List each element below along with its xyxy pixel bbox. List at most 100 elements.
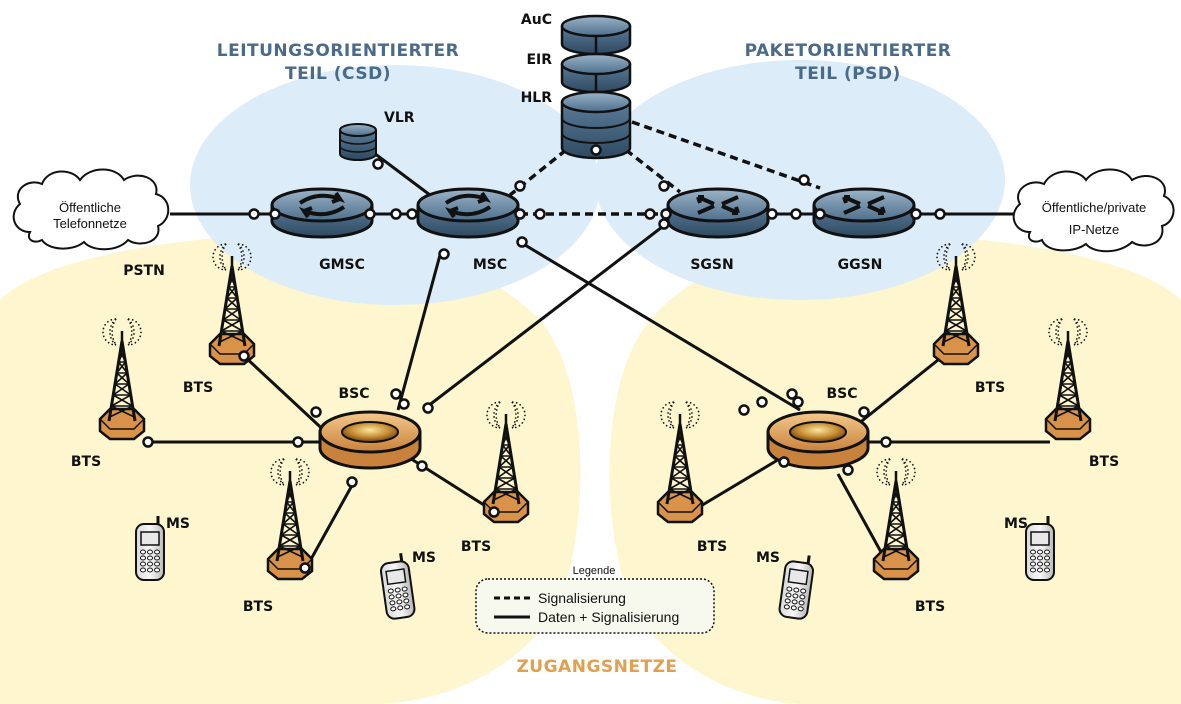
- connection-points: [142, 144, 946, 574]
- access-network-title: ZUGANGSNETZE: [516, 657, 677, 677]
- data-signaling-links: [148, 148, 1050, 573]
- ip-cloud-label-2: IP-Netze: [1069, 222, 1120, 237]
- bts-label: BTS: [697, 539, 727, 555]
- ms-label: MS: [166, 516, 190, 532]
- connection-dot: [798, 174, 810, 186]
- connection-dot: [292, 436, 304, 448]
- mobile-stations: [135, 516, 1055, 620]
- msc-switch-icon: [416, 187, 520, 239]
- connection-dot: [488, 506, 500, 518]
- bts-label: BTS: [915, 599, 945, 615]
- bts-tower-icon: [98, 318, 146, 441]
- database-stack-icon: [560, 14, 632, 160]
- connection-dot: [910, 208, 922, 220]
- connection-dot: [372, 158, 384, 170]
- access-area-right: [609, 234, 1181, 704]
- bsc-left-icon: [318, 410, 422, 470]
- packet-region-title: PAKETORIENTIERTER: [745, 41, 952, 61]
- bsc-left-label: BSC: [338, 386, 369, 402]
- access-area-left: [0, 234, 581, 704]
- connection-dot: [514, 208, 526, 220]
- bts-tower-icon: [872, 458, 920, 581]
- connection-dot: [934, 208, 946, 220]
- mobile-phone-icon: [379, 553, 416, 620]
- connection-dot: [786, 388, 798, 400]
- pstn-cloud-label-1: Öffentliche: [59, 200, 121, 215]
- connection-dot: [660, 208, 672, 220]
- mobile-phone-icon: [1025, 516, 1055, 581]
- mobile-phone-icon: [778, 555, 815, 620]
- connection-dot: [438, 248, 450, 260]
- connection-dot: [422, 402, 434, 414]
- bts-tower-icon: [266, 458, 314, 581]
- connection-dot: [738, 404, 750, 416]
- connection-dot: [142, 436, 154, 448]
- vlr-label: VLR: [384, 110, 415, 126]
- connection-dot: [858, 406, 870, 418]
- auc-label: AuC: [521, 12, 552, 28]
- bts-label: BTS: [975, 380, 1005, 396]
- connection-dot: [790, 208, 802, 220]
- connection-dot: [416, 460, 428, 472]
- connection-dot: [406, 208, 418, 220]
- connection-dot: [534, 208, 546, 220]
- connection-dot: [310, 406, 322, 418]
- gmsc-label: GMSC: [319, 257, 365, 273]
- connection-dot: [248, 208, 260, 220]
- ip-cloud-label-1: Öffentliche/private: [1042, 200, 1147, 215]
- connection-dot: [766, 208, 778, 220]
- ip-cloud: Öffentliche/private IP-Netze: [1012, 168, 1175, 253]
- connection-dot: [346, 476, 358, 488]
- eir-label: EIR: [526, 52, 552, 68]
- bts-label: BTS: [243, 599, 273, 615]
- legend-title: Legende: [573, 565, 616, 577]
- connection-dot: [658, 180, 670, 192]
- connection-dot: [390, 208, 402, 220]
- circuit-region-title: LEITUNGSORIENTIERTER: [217, 41, 459, 61]
- connection-dot: [364, 208, 376, 220]
- vlr-database-icon: [339, 123, 377, 161]
- connection-dot: [880, 436, 892, 448]
- bts-label: BTS: [461, 539, 491, 555]
- circuit-region-subtitle: TEIL (CSD): [285, 64, 391, 84]
- connection-dot: [514, 180, 526, 192]
- circuit-switched-area: [190, 65, 600, 305]
- legend: Legende Signalisierung Daten + Signalisi…: [475, 565, 715, 634]
- ms-label: MS: [756, 550, 780, 566]
- sgsn-router-icon: [666, 187, 770, 239]
- ms-label: MS: [412, 550, 436, 566]
- pstn-cloud: Öffentliche Telefonnetze: [12, 168, 170, 251]
- pstn-label: PSTN: [123, 263, 165, 279]
- bts-label: BTS: [71, 454, 101, 470]
- connection-dot: [658, 218, 670, 230]
- connection-dot: [398, 398, 410, 410]
- connection-dot: [390, 388, 402, 400]
- msc-label: MSC: [473, 257, 507, 273]
- connection-dot: [590, 144, 602, 156]
- legend-dashed-label: Signalisierung: [538, 590, 626, 606]
- bts-label: BTS: [1089, 454, 1119, 470]
- connection-dot: [792, 396, 804, 408]
- bts-tower-icon: [932, 243, 980, 366]
- connection-dot: [756, 396, 768, 408]
- legend-box: [475, 578, 715, 634]
- connection-dot: [238, 350, 250, 362]
- bsc-right-label: BSC: [826, 386, 857, 402]
- connection-dot: [842, 464, 854, 476]
- bts-tower-icon: [1044, 318, 1092, 441]
- gmsc-switch-icon: [270, 187, 374, 239]
- connection-dot: [269, 208, 281, 220]
- packet-region-subtitle: TEIL (PSD): [795, 64, 901, 84]
- bts-towers: [98, 243, 1092, 581]
- mobile-phone-icon: [135, 516, 165, 581]
- connection-dot: [299, 562, 311, 574]
- ms-label: MS: [1004, 516, 1028, 532]
- hlr-label: HLR: [521, 90, 553, 106]
- bts-label: BTS: [183, 380, 213, 396]
- legend-solid-label: Daten + Signalisierung: [538, 609, 679, 625]
- connection-dot: [814, 208, 826, 220]
- connection-dot: [778, 456, 790, 468]
- pstn-cloud-label-2: Telefonnetze: [53, 216, 127, 231]
- ggsn-label: GGSN: [838, 257, 883, 273]
